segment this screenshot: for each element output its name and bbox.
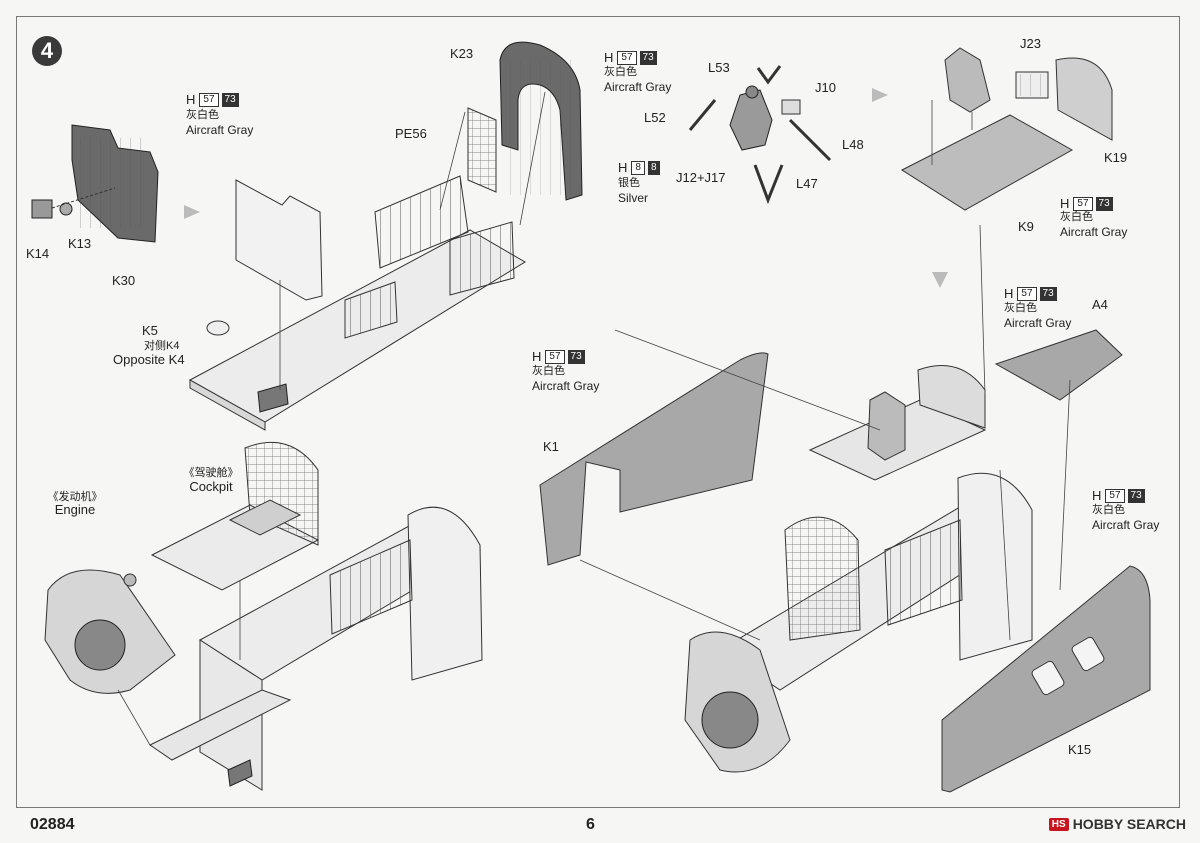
label-k30: K30 — [112, 273, 136, 288]
label-j12-j17: J12+J17 — [676, 170, 726, 185]
paint-c1: 57 — [199, 92, 219, 107]
label-a4: A4 — [1092, 297, 1108, 312]
part-l53 — [756, 65, 782, 85]
part-k14 — [31, 199, 53, 219]
page-frame — [16, 16, 1180, 808]
watermark-logo: HS HOBBY SEARCH — [1048, 816, 1186, 832]
fuselage-assembly-right — [684, 472, 1033, 773]
part-support-top — [944, 47, 991, 113]
paint-cn: 灰白色 — [186, 109, 219, 121]
part-pe56 — [467, 107, 497, 193]
label-cockpit-en: Cockpit — [189, 479, 233, 494]
part-l48 — [788, 118, 832, 162]
label-j10: J10 — [815, 80, 836, 95]
label-cockpit-cn: 《驾驶舱》 — [183, 467, 239, 479]
part-k23 — [499, 41, 583, 201]
guide-lines — [117, 91, 1071, 746]
paint-note-k30: 灰白色 Aircraft Gray — [186, 109, 253, 138]
part-l52 — [688, 99, 717, 131]
part-a4 — [994, 329, 1123, 401]
part-k30 — [71, 124, 159, 243]
paint-code-k1: H 57 73 — [532, 349, 585, 364]
part-k19 — [1055, 57, 1113, 141]
paint-code-k30: H 57 73 — [186, 92, 239, 107]
label-k9: K9 — [1018, 219, 1034, 234]
label-k19: K19 — [1104, 150, 1128, 165]
paint-note-silver: 银色 Silver — [618, 177, 649, 205]
paint-note-a4: 灰白色 Aircraft Gray — [1004, 302, 1072, 330]
label-k5-en: Opposite K4 — [113, 352, 185, 367]
cockpit-assembly — [150, 441, 320, 591]
part-l47 — [753, 164, 784, 205]
label-engine-en: Engine — [54, 502, 96, 517]
paint-h: H — [186, 92, 196, 107]
label-l52: L52 — [644, 110, 666, 125]
label-l53: L53 — [708, 60, 730, 75]
step-number: 4 — [32, 36, 62, 66]
paint-code-k15: H 57 73 — [1092, 488, 1145, 503]
part-k15 — [941, 565, 1151, 793]
label-k23: K23 — [450, 46, 474, 61]
floor-assembly-upper — [188, 175, 526, 431]
paint-code-a4: H 57 73 — [1004, 286, 1057, 301]
paint-code-k23: H 57 73 — [604, 50, 657, 65]
paint-note-k23: 灰白色 Aircraft Gray — [604, 66, 672, 94]
label-k5-cn: 对侧K4 — [144, 340, 180, 352]
paint-note-k19: 灰白色 Aircraft Gray — [1060, 211, 1128, 239]
label-k14: K14 — [26, 246, 50, 261]
paint-note-k1: 灰白色 Aircraft Gray — [532, 365, 600, 393]
watermark-badge: HS — [1048, 817, 1069, 831]
label-k5: K5 — [142, 323, 158, 338]
paint-note-k15: 灰白色 Aircraft Gray — [1092, 504, 1160, 532]
paint-code-k19: H 57 73 — [1060, 196, 1113, 211]
arrow-right-icon — [184, 205, 200, 219]
floor-assembly-lower — [149, 506, 483, 791]
part-k1 — [539, 352, 769, 566]
part-j12-j17 — [729, 85, 773, 151]
page-number: 6 — [586, 816, 595, 833]
kit-code: 02884 — [30, 816, 75, 833]
label-pe56: PE56 — [395, 126, 427, 141]
engine-assembly — [44, 569, 176, 694]
arrow-down-icon — [932, 272, 948, 288]
part-bulkhead — [235, 179, 323, 301]
label-j23: J23 — [1020, 36, 1041, 51]
part-k9 — [900, 114, 1074, 211]
part-j23 — [1015, 71, 1049, 99]
label-l48: L48 — [842, 137, 864, 152]
label-engine-cn: 《发动机》 — [47, 491, 103, 503]
paint-code-silver: H 8 8 — [618, 160, 660, 175]
label-k1: K1 — [543, 439, 559, 454]
part-j10 — [781, 99, 801, 115]
label-l47: L47 — [796, 176, 818, 191]
paint-c2: 73 — [221, 92, 239, 107]
part-mid-right-floor — [808, 365, 987, 481]
label-k13: K13 — [68, 236, 92, 251]
part-k13 — [59, 202, 73, 216]
watermark-text: HOBBY SEARCH — [1072, 816, 1186, 832]
arrow-right-icon-2 — [872, 88, 888, 102]
paint-en: Aircraft Gray — [186, 122, 254, 137]
label-k15: K15 — [1068, 742, 1092, 757]
